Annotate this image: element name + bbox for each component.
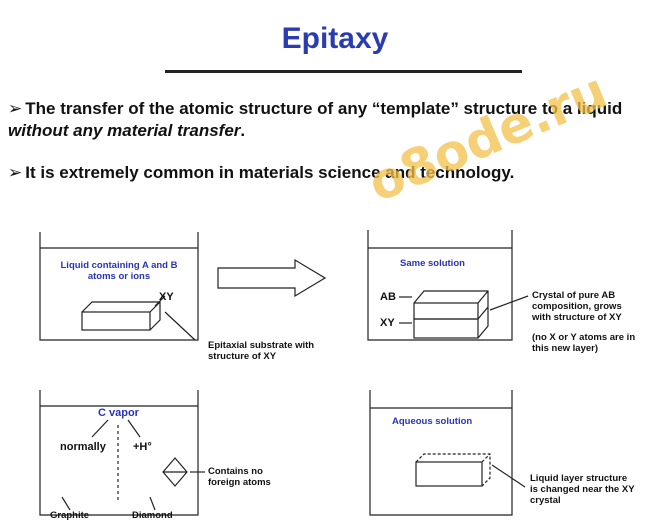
substrate-note: Epitaxial substrate with structure of XY xyxy=(208,340,314,362)
no-foreign-line1: Contains no xyxy=(208,466,263,477)
liquid-label-line1: Liquid containing A and B xyxy=(60,260,178,271)
no-foreign-note: Contains no foreign atoms xyxy=(208,466,271,488)
beaker-1 xyxy=(39,232,199,341)
bullet-arrow-icon: ➢ xyxy=(8,163,23,182)
bullet-2: ➢It is extremely common in materials sci… xyxy=(8,162,658,184)
crystal-note-line: Crystal of pure AB xyxy=(532,290,616,301)
beaker-2 xyxy=(367,230,513,341)
diamond-label: Diamond xyxy=(132,510,173,521)
liquid-label: Liquid containing A and B atoms or ions xyxy=(44,260,194,282)
paren-note-line: (no X or Y atoms are in xyxy=(532,332,636,343)
bullet-1-text-b: . xyxy=(240,121,246,140)
no-foreign-line2: foreign atoms xyxy=(208,477,271,488)
liquid-layer-note: Liquid layer structure is changed near t… xyxy=(530,473,635,506)
substrate-note-line1: Epitaxial substrate with xyxy=(208,340,315,351)
beaker-3 xyxy=(39,390,199,516)
substrate-note-line2: structure of XY xyxy=(208,351,277,362)
bullet-1-text-em: without any material transfer xyxy=(8,121,241,140)
xy-label-1: XY xyxy=(159,291,174,303)
title-underline xyxy=(165,70,522,73)
bullet-arrow-icon: ➢ xyxy=(8,99,23,118)
bullet-1: ➢The transfer of the atomic structure of… xyxy=(8,98,658,142)
substrate-front xyxy=(81,311,151,331)
xy-label-2: XY xyxy=(380,317,395,329)
crystal-note-line: composition, grows xyxy=(532,301,622,312)
liquid-layer-note-line: crystal xyxy=(530,495,561,506)
crystal-note-line: with structure of XY xyxy=(532,312,622,323)
c-vapor-label: C vapor xyxy=(98,407,139,419)
liquid-layer-note-line: is changed near the XY xyxy=(530,484,635,495)
bullet-1-text-a: The transfer of the atomic structure of … xyxy=(25,99,623,118)
liquid-layer-note-line: Liquid layer structure xyxy=(530,473,628,484)
beaker-4 xyxy=(369,390,513,516)
slide-title: Epitaxy xyxy=(281,22,389,55)
substrate-top xyxy=(81,301,161,331)
hydrogen-label: +H° xyxy=(133,441,152,453)
same-solution-label: Same solution xyxy=(400,258,465,269)
bullet-2-text: It is extremely common in materials scie… xyxy=(25,163,515,182)
crystal-note: Crystal of pure AB composition, grows wi… xyxy=(532,290,622,323)
ab-label: AB xyxy=(380,291,396,303)
diamond-shape-icon xyxy=(162,457,188,487)
aqueous-label: Aqueous solution xyxy=(392,416,473,427)
paren-note-line: this new layer) xyxy=(532,343,598,354)
liquid-label-line2: atoms or ions xyxy=(87,271,151,282)
normally-label: normally xyxy=(60,441,106,453)
transfer-arrow-icon xyxy=(217,258,327,298)
substrate-pointer xyxy=(164,311,196,341)
graphite-label: Graphite xyxy=(50,510,90,521)
paren-note: (no X or Y atoms are in this new layer) xyxy=(532,332,635,354)
